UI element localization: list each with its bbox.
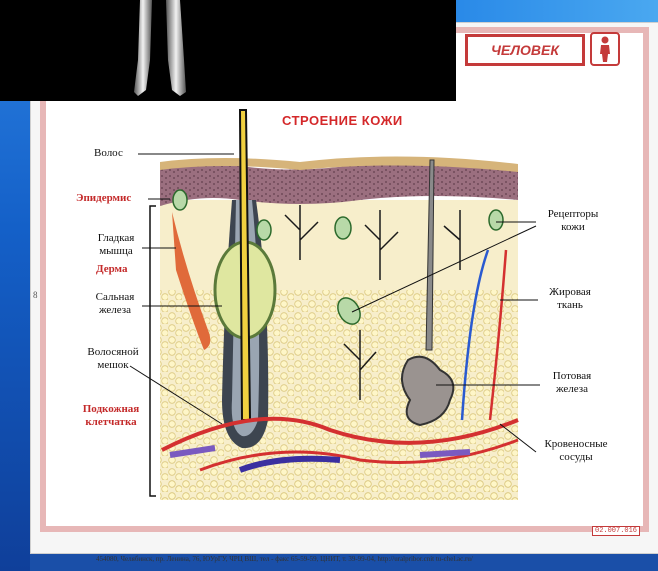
footer-address: 454080, Челябинск, пр. Ленина, 76, ЮУрГУ… — [96, 555, 473, 563]
label-adipose-tissue: Жировая ткань — [538, 286, 602, 312]
label-sebaceous-gland: Сальная железа — [86, 291, 144, 317]
epidermis-layer — [160, 161, 518, 206]
side-number: 8 — [33, 290, 38, 300]
label-epidermis: Эпидермис — [76, 192, 131, 205]
label-subcutaneous: Подкожная клетчатка — [74, 403, 148, 429]
label-skin-receptors: Рецепторы кожи — [538, 208, 608, 234]
hair-shaft — [240, 110, 250, 420]
label-blood-vessels: Кровеносные сосуды — [536, 438, 616, 464]
poster-code: 02.007.016 — [592, 526, 640, 536]
label-hair: Волос — [94, 147, 123, 160]
label-sweat-gland: Потовая железа — [542, 370, 602, 396]
label-smooth-muscle: Гладкая мышца — [88, 232, 144, 258]
label-dermis: Дерма — [96, 263, 127, 276]
label-hair-follicle: Волосяной мешок — [80, 346, 146, 372]
